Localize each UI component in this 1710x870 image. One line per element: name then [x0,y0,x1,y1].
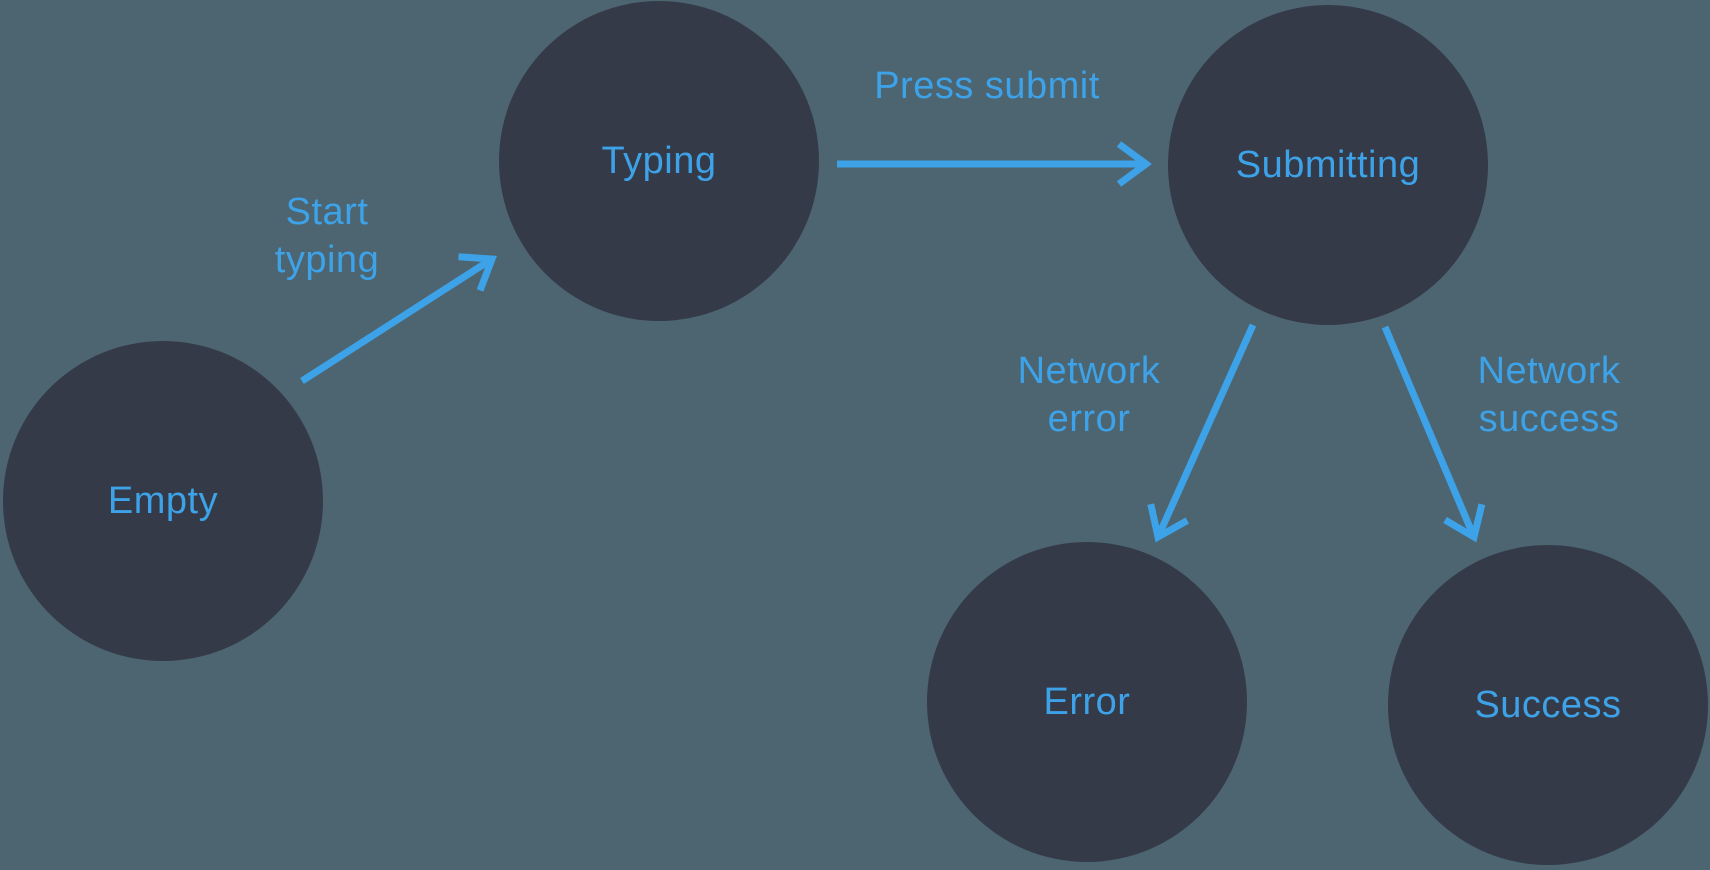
state-node-success-label: Success [1474,683,1622,726]
edge-label-network-error: Network error [1017,350,1161,440]
state-node-submitting: Submitting [1168,5,1488,325]
state-node-success: Success [1388,545,1708,865]
state-node-error-label: Error [1043,680,1131,723]
edge-label-start-typing: Start typing [274,191,380,281]
edge-label-press-submit: Press submit [874,65,1100,108]
state-node-error: Error [927,542,1247,862]
edge-arrow-start-typing [300,253,497,384]
state-node-submitting-label: Submitting [1235,143,1421,186]
state-node-typing-label: Typing [601,139,717,182]
state-node-typing: Typing [499,1,819,321]
edge-arrow-network-error [1147,323,1257,543]
state-node-empty-label: Empty [107,479,219,522]
edge-label-network-success: Network success [1477,350,1621,440]
edge-arrow-network-success [1381,325,1486,543]
state-node-empty: Empty [3,341,323,661]
